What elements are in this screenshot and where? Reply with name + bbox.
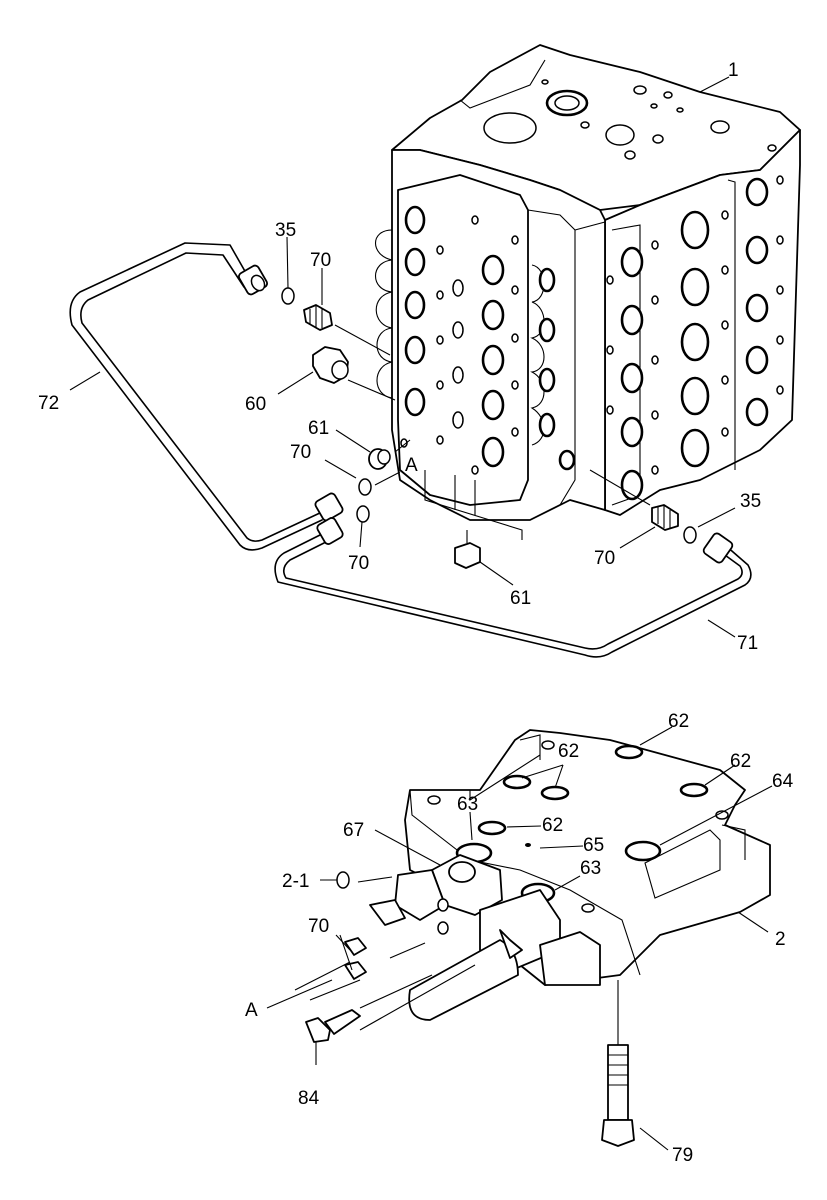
tube-72 xyxy=(69,242,344,551)
callout-64: 64 xyxy=(772,771,794,792)
callout-35-left: 35 xyxy=(275,220,296,241)
callout-84: 84 xyxy=(298,1088,320,1109)
plug-60 xyxy=(312,346,349,384)
main-valve-body xyxy=(375,44,801,540)
callout-35-right: 35 xyxy=(740,491,761,512)
plug-61-left xyxy=(368,448,391,470)
callout-71: 71 xyxy=(737,633,758,654)
small-fittings-lower xyxy=(305,871,367,1043)
o-ring-35-left xyxy=(281,287,295,305)
callout-67: 67 xyxy=(343,820,364,841)
callout-61-left: 61 xyxy=(308,418,329,439)
o-ring-70-left xyxy=(356,478,372,523)
bolt-79 xyxy=(601,980,635,1147)
callout-70-right: 70 xyxy=(594,548,615,569)
callout-labels: 1 35 70 72 60 61 70 A 70 35 70 61 71 62 … xyxy=(38,60,794,1166)
callout-61-bottom: 61 xyxy=(510,588,531,609)
callout-62-top: 62 xyxy=(668,711,689,732)
connector-70-right xyxy=(651,504,679,531)
callout-62-lower: 62 xyxy=(542,815,563,836)
o-ring-35-right xyxy=(683,526,697,544)
callout-1: 1 xyxy=(728,60,739,81)
callout-70-mid: 70 xyxy=(290,442,311,463)
callout-2: 2 xyxy=(775,929,786,950)
lower-leader-lines xyxy=(266,726,773,1151)
callout-70-lower: 70 xyxy=(308,916,329,937)
connector-70-top xyxy=(303,304,333,331)
callout-79: 79 xyxy=(672,1145,693,1166)
tube-71-nut-left xyxy=(316,517,344,545)
upper-leader-lines xyxy=(69,76,736,638)
callout-63-top: 63 xyxy=(457,794,478,815)
callout-60: 60 xyxy=(245,394,266,415)
callout-65: 65 xyxy=(583,835,604,856)
plug-61-bottom xyxy=(454,530,481,569)
callout-70-top: 70 xyxy=(310,250,331,271)
callout-62-right: 62 xyxy=(730,751,751,772)
callout-A-lower: A xyxy=(245,1000,258,1021)
tube-71 xyxy=(274,517,752,658)
callout-62-mid: 62 xyxy=(558,741,579,762)
callout-70-bottom: 70 xyxy=(348,553,369,574)
callout-63-bottom: 63 xyxy=(580,858,601,879)
callout-72: 72 xyxy=(38,393,59,414)
solenoid-valve xyxy=(369,854,601,1021)
tube-71-nut-right xyxy=(702,532,734,564)
callout-A-upper: A xyxy=(405,455,418,476)
callout-2-1: 2-1 xyxy=(282,871,309,892)
tube-72-nut-bottom xyxy=(314,492,344,522)
